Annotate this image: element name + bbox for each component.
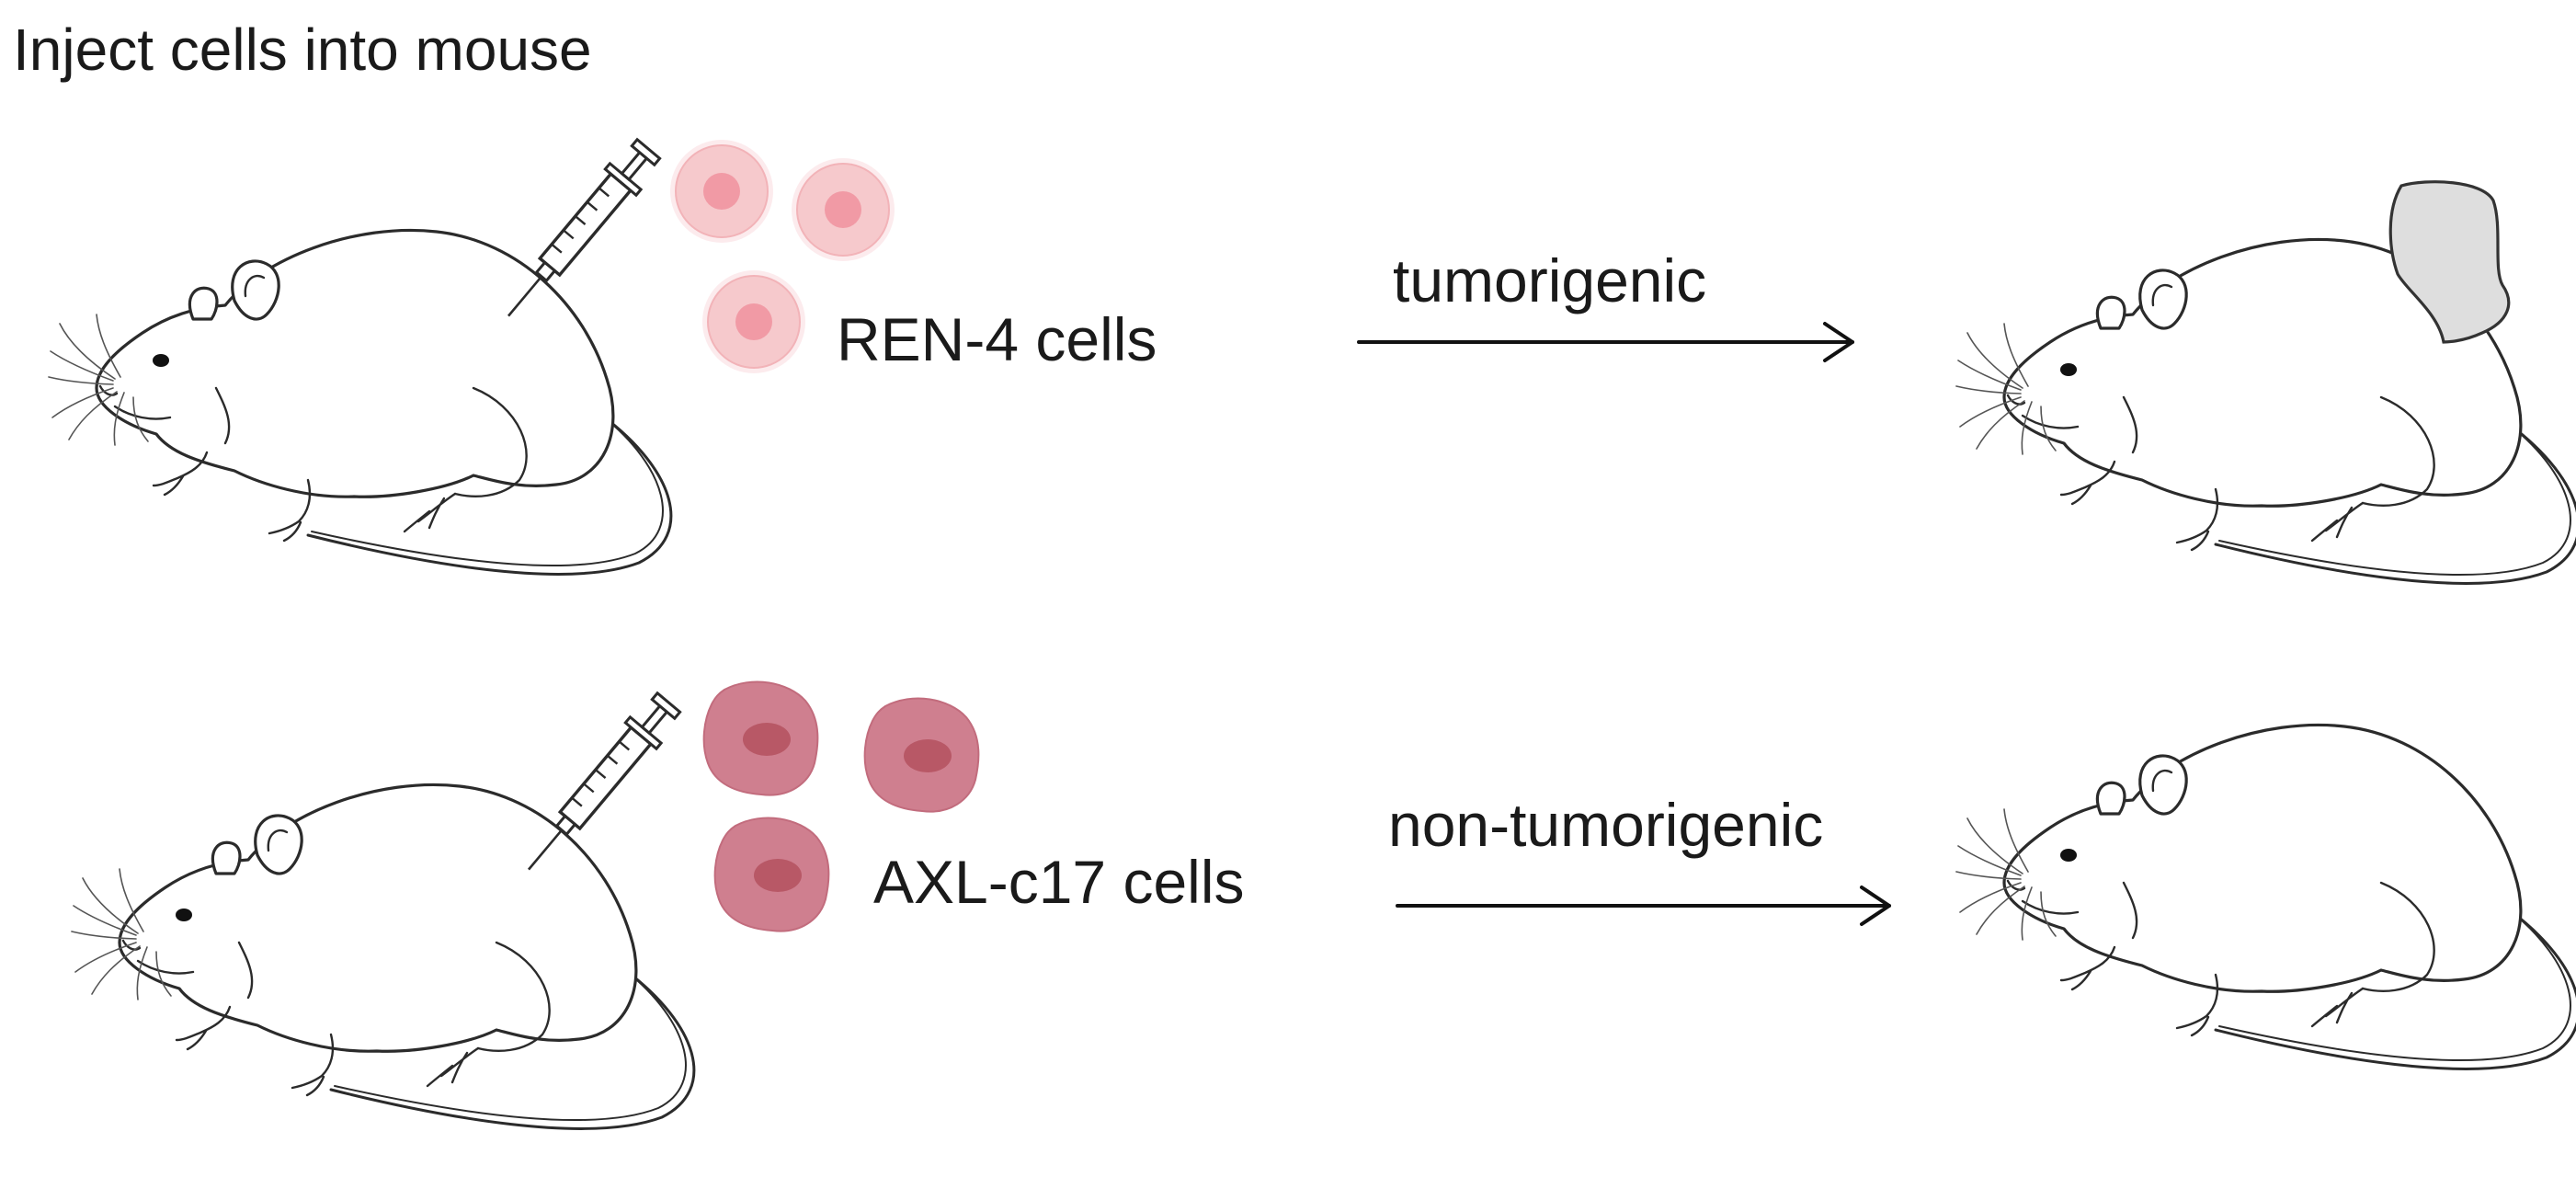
arrow-icon [1357,322,1854,362]
arrow-icon [1396,886,1891,926]
outcome-label-non-tumorigenic: non-tumorigenic [1388,791,1823,859]
row-axl-c17: AXL-c17 cells non-tumorigenic [70,680,2576,1131]
cell-label-axl-c17: AXL-c17 cells [873,848,1245,916]
mouse-icon [47,228,673,577]
cell-label-ren4: REN-4 cells [837,305,1157,373]
mouse-icon [1955,723,2576,1071]
title: Inject cells into mouse [13,17,592,83]
mouse-icon [70,783,696,1131]
outcome-label-tumorigenic: tumorigenic [1393,246,1706,314]
tumor-icon [2388,180,2511,344]
row-ren4: REN-4 cells tumorigenic [47,134,2576,586]
